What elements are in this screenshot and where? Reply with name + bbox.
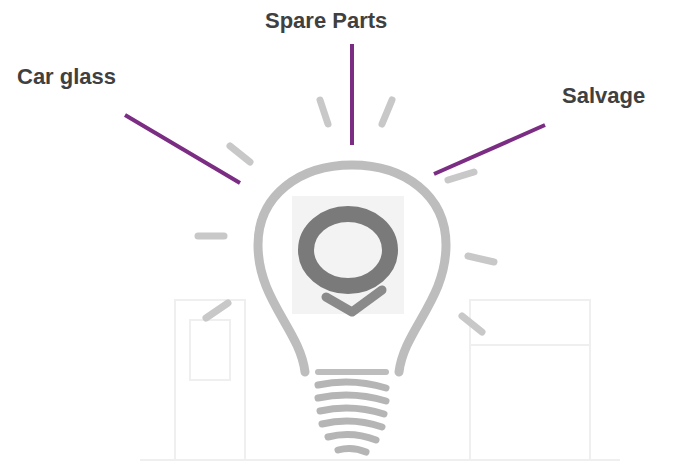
- bulb-neck: [318, 369, 386, 375]
- logo: [292, 196, 404, 314]
- light-ray: [468, 256, 494, 262]
- base-thread: [338, 448, 366, 452]
- light-ray: [320, 100, 328, 124]
- background-shape: [175, 300, 245, 460]
- light-ray: [448, 172, 474, 180]
- base-thread: [328, 435, 376, 440]
- logo-tick: [326, 290, 382, 312]
- light-ray: [206, 303, 228, 318]
- background-shape: [470, 300, 590, 460]
- leader-line: [125, 115, 240, 183]
- base-thread: [322, 421, 382, 427]
- leader-line: [350, 44, 354, 145]
- leader-lines: [125, 44, 545, 183]
- bulb-outline: [258, 165, 446, 372]
- background-sketch: [140, 300, 620, 460]
- light-ray: [382, 100, 392, 124]
- callout-label: Salvage: [562, 83, 645, 109]
- background-shape: [470, 344, 590, 346]
- base-thread: [318, 395, 386, 401]
- leader-line: [434, 125, 545, 174]
- light-rays: [198, 100, 494, 332]
- background-shape: [190, 320, 230, 380]
- callout-label: Car glass: [17, 64, 116, 90]
- bulb-base: [318, 382, 386, 452]
- callout-label: Spare Parts: [265, 8, 387, 34]
- logo-background: [292, 196, 404, 314]
- base-thread: [318, 382, 386, 388]
- light-ray: [198, 233, 224, 240]
- base-thread: [320, 408, 384, 414]
- background-shape: [140, 459, 620, 461]
- light-ray: [230, 146, 250, 162]
- light-ray: [462, 316, 482, 332]
- logo-ring: [306, 214, 390, 286]
